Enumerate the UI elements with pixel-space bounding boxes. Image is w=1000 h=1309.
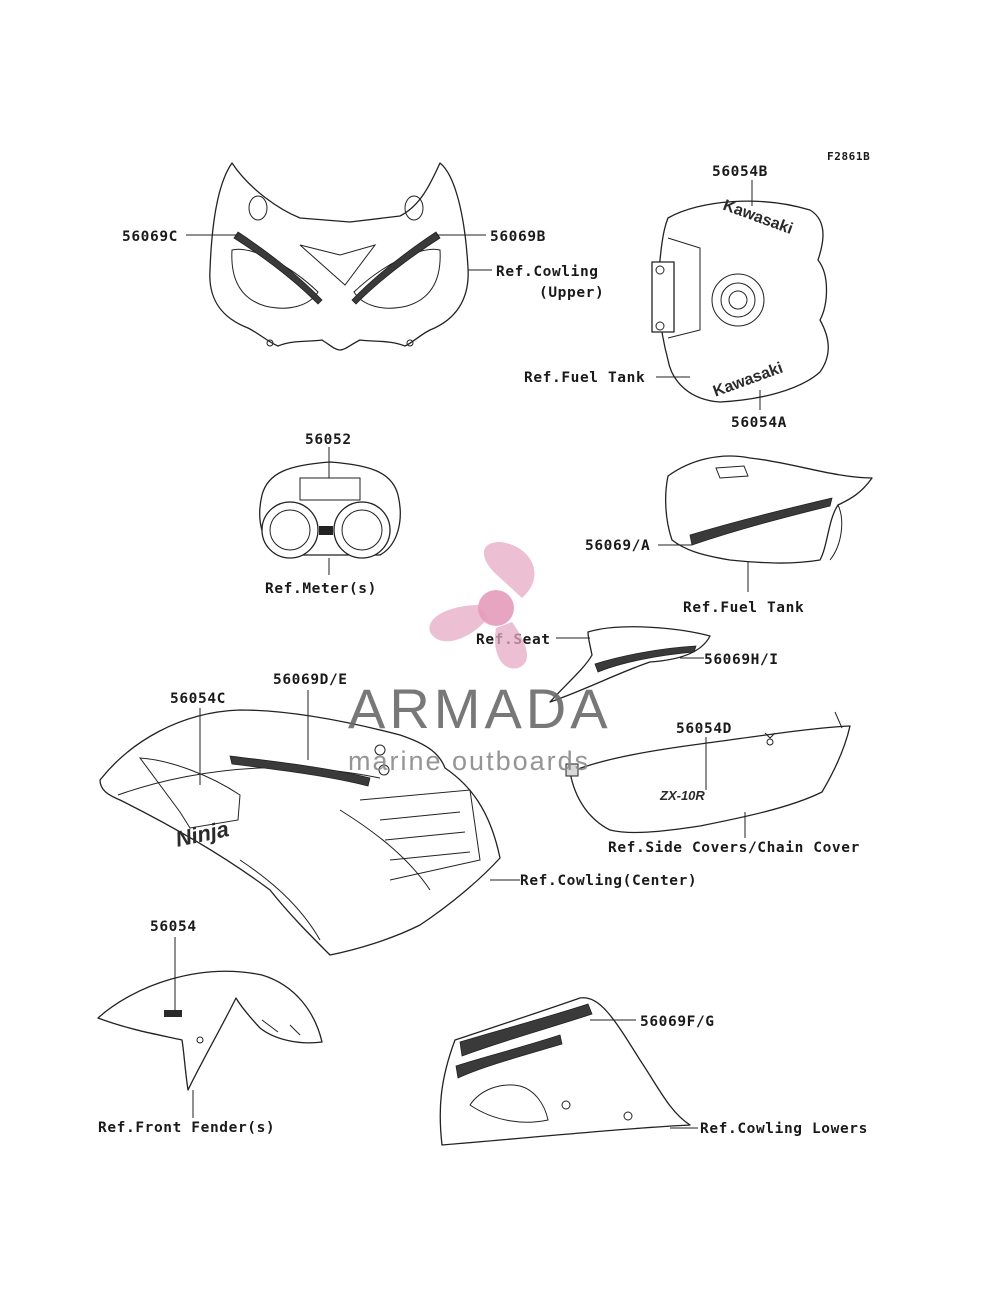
label-56069A: 56069/A xyxy=(585,538,650,554)
watermark-tagline: marine outboards xyxy=(348,746,590,776)
label-ref-side-covers: Ref.Side Covers/Chain Cover xyxy=(608,840,860,856)
fuel-tank-side-cover xyxy=(658,455,873,592)
label-56054C: 56054C xyxy=(170,691,226,707)
label-ref-fuel-tank-side: Ref.Fuel Tank xyxy=(683,600,804,616)
propeller-logo xyxy=(429,542,535,669)
label-ref-meter: Ref.Meter(s) xyxy=(265,581,377,597)
label-56069HI: 56069H/I xyxy=(704,652,779,668)
label-56054A: 56054A xyxy=(731,415,787,431)
watermark-name: ARMADA xyxy=(348,677,612,740)
label-56069C: 56069C xyxy=(122,229,178,245)
label-56069B: 56069B xyxy=(490,229,546,245)
upper-cowling xyxy=(186,162,492,351)
meter-assembly xyxy=(259,447,401,575)
label-56054D: 56054D xyxy=(676,721,732,737)
label-ref-front-fender: Ref.Front Fender(s) xyxy=(98,1120,275,1136)
label-56069DE: 56069D/E xyxy=(273,672,348,688)
label-56054: 56054 xyxy=(150,919,197,935)
label-ref-cowling-upper-sub: (Upper) xyxy=(539,285,604,301)
front-fender xyxy=(97,937,323,1118)
fuel-tank-top: Kawasaki Kawasaki xyxy=(651,180,829,410)
label-56054B: 56054B xyxy=(712,164,768,180)
watermark: ARMADA marine outboards xyxy=(348,542,612,776)
label-ref-fuel-tank-top: Ref.Fuel Tank xyxy=(524,370,645,386)
seat-cowl xyxy=(549,626,711,703)
label-56069FG: 56069F/G xyxy=(640,1014,715,1030)
figure-code: F2861B xyxy=(827,150,870,163)
side-covers-chain-cover: ZX-10R xyxy=(565,711,851,838)
center-cowling: Ninja xyxy=(99,690,520,956)
label-ref-cowling-lowers: Ref.Cowling Lowers xyxy=(700,1121,868,1137)
label-56052: 56052 xyxy=(305,432,352,448)
zx-decal: ZX-10R xyxy=(659,788,705,803)
label-ref-cowling-center: Ref.Cowling(Center) xyxy=(520,873,697,889)
cowling-lowers xyxy=(439,997,698,1146)
label-ref-cowling-upper: Ref.Cowling xyxy=(496,264,599,280)
